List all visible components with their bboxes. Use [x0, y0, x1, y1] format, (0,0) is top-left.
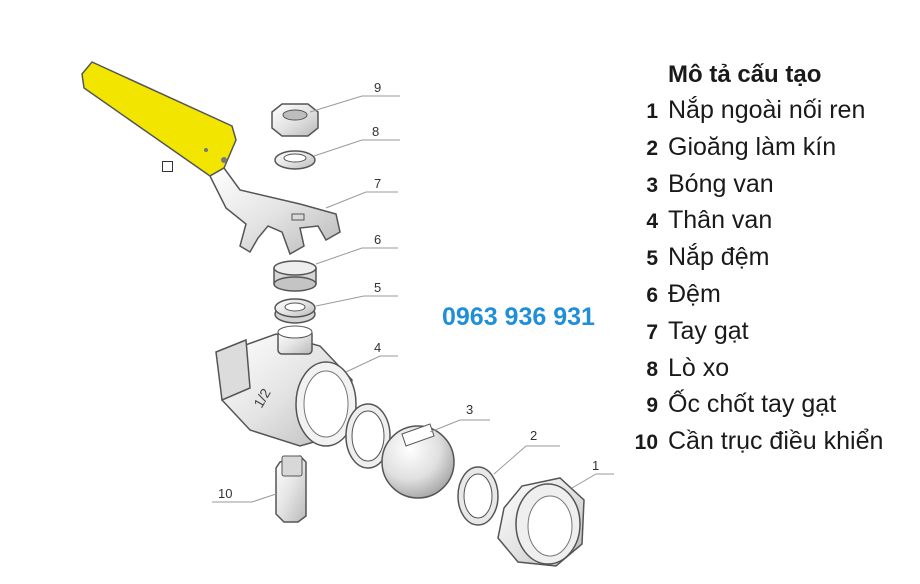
legend-title: Mô tả cấu tạo — [668, 61, 822, 88]
callout-5: 5 — [374, 280, 381, 295]
seal-gasket — [457, 466, 499, 526]
legend-item-number: 10 — [634, 431, 658, 455]
legend-item-number: 9 — [646, 394, 658, 418]
callout-1: 1 — [592, 458, 599, 473]
callout-3: 3 — [466, 402, 473, 417]
leader-line-4 — [345, 355, 398, 373]
parts-legend: Mô tả cấu tạo 1 Nắp ngoài nối ren 2 Gioăng… — [628, 58, 920, 460]
seat-ring — [345, 403, 391, 469]
legend-item: 10 Cần trục điều khiển — [628, 423, 920, 460]
legend-item: 3 Bóng van — [628, 166, 920, 203]
legend-item: 1 Nắp ngoài nối ren — [628, 92, 920, 129]
legend-item-label: Gioăng làm kín — [668, 132, 837, 161]
callout-4: 4 — [374, 340, 381, 355]
legend-item: 8 Lò xo — [628, 350, 920, 387]
leader-line-6 — [315, 247, 398, 265]
callout-numbers: 9 8 7 6 5 4 3 2 1 10 — [218, 80, 599, 501]
callout-7: 7 — [374, 176, 381, 191]
callout-2: 2 — [530, 428, 537, 443]
leader-line-2 — [493, 445, 560, 475]
stem-nut — [271, 103, 319, 137]
leader-line-9 — [309, 95, 400, 113]
legend-item-number: 8 — [646, 357, 658, 381]
control-stem — [275, 455, 307, 523]
legend-item-label: Ốc chốt tay gạt — [668, 390, 837, 419]
callout-6: 6 — [374, 232, 381, 247]
legend-item-number: 1 — [646, 100, 658, 123]
spring-washer — [274, 150, 316, 170]
gland-ring — [274, 298, 316, 324]
leader-lines — [212, 95, 614, 503]
legend-item-label: Bóng van — [668, 169, 774, 198]
threaded-end-cap — [497, 477, 585, 567]
leader-line-1 — [571, 473, 614, 489]
legend-item: 9 Ốc chốt tay gạt — [628, 386, 920, 423]
legend-item-number: 3 — [646, 173, 658, 197]
handle-lever — [81, 61, 341, 256]
packing — [273, 260, 317, 292]
leader-line-3 — [429, 419, 490, 433]
callout-9: 9 — [374, 80, 381, 95]
legend-item-label: Nắp đệm — [668, 243, 770, 272]
phone-number: 0963 936 931 — [442, 303, 595, 331]
legend-item: 6 Đệm — [628, 276, 920, 313]
legend-item-label: Nắp ngoài nối ren — [668, 96, 866, 124]
legend-item-label: Cần trục điều khiển — [668, 427, 884, 456]
legend-item: 2 Gioăng làm kín — [628, 129, 920, 166]
legend-item-label: Đệm — [668, 279, 721, 308]
valve-ball — [381, 423, 455, 499]
leader-line-5 — [315, 295, 398, 307]
leader-line-7 — [325, 191, 398, 209]
callout-8: 8 — [372, 124, 379, 139]
leader-line-10 — [212, 493, 277, 503]
legend-item-number: 5 — [646, 247, 658, 271]
legend-item-number: 6 — [646, 283, 658, 307]
leader-line-8 — [313, 139, 400, 157]
legend-item-number: 2 — [646, 136, 658, 160]
legend-item-label: Thân van — [668, 206, 773, 235]
legend-item-number: 7 — [646, 320, 658, 344]
small-square-marker — [162, 161, 173, 172]
legend-item: 5 Nắp đệm — [628, 239, 920, 276]
legend-item-number: 4 — [646, 210, 658, 234]
legend-item-label: Tay gạt — [668, 316, 749, 345]
legend-item: 4 Thân van — [628, 202, 920, 239]
callout-10: 10 — [218, 486, 232, 501]
legend-item-label: Lò xo — [668, 353, 730, 382]
legend-item: 7 Tay gạt — [628, 313, 920, 350]
valve-body: 1/2 — [215, 325, 357, 447]
